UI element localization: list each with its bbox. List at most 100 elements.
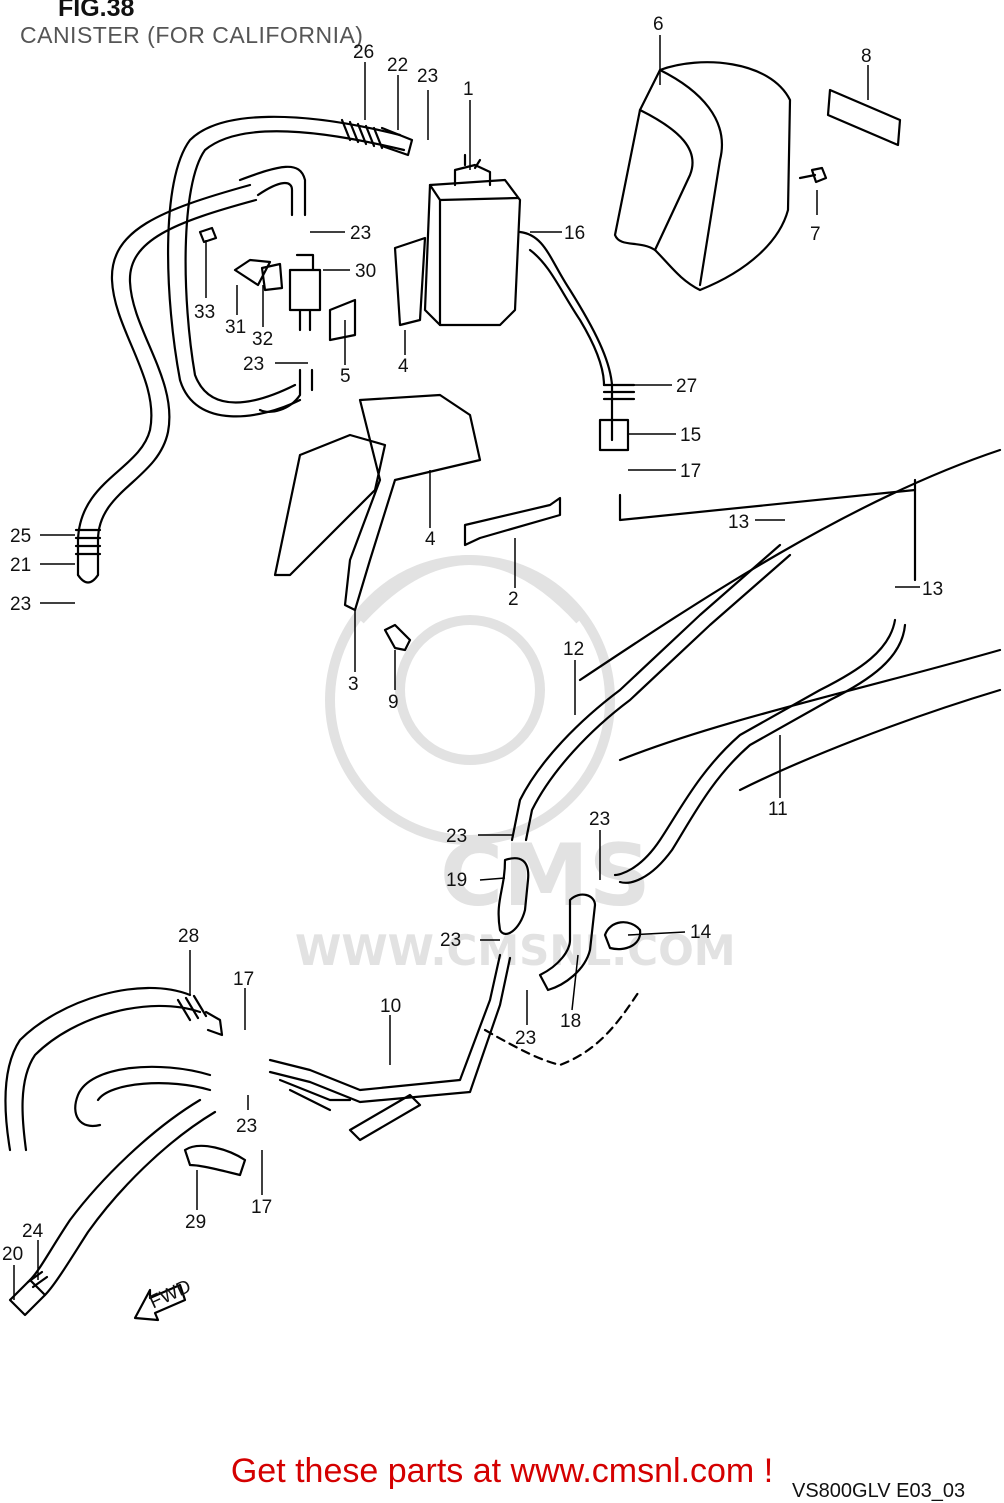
tube-10-branch bbox=[278, 1078, 352, 1112]
fwd-label: FWD bbox=[146, 1276, 194, 1313]
hose-25-inner bbox=[96, 198, 258, 577]
callout-5: 5 bbox=[340, 366, 351, 387]
callout-31: 31 bbox=[225, 317, 246, 338]
frame-outline-3 bbox=[738, 688, 1002, 792]
callout-7: 7 bbox=[810, 224, 821, 245]
canister-edge bbox=[428, 183, 520, 327]
callout-16: 16 bbox=[564, 223, 585, 244]
callout-11: 11 bbox=[768, 799, 788, 820]
callout-23d: 23 bbox=[10, 594, 31, 615]
model-code: VS800GLV E03_03 bbox=[792, 1480, 966, 1502]
callout-15: 15 bbox=[680, 425, 701, 446]
bolt-7 bbox=[798, 166, 828, 184]
callout-20: 20 bbox=[2, 1244, 23, 1265]
hose-28-inner bbox=[21, 1004, 202, 1152]
hose-elbow-bottom bbox=[258, 368, 314, 413]
callout-13a: 13 bbox=[728, 512, 749, 533]
callout-3: 3 bbox=[348, 674, 359, 695]
callout-30: 30 bbox=[355, 261, 376, 282]
callout-6: 6 bbox=[653, 14, 664, 35]
callout-19: 19 bbox=[446, 870, 467, 891]
callout-23h: 23 bbox=[515, 1028, 536, 1049]
bolt-9 bbox=[383, 623, 412, 652]
hose-25-outer bbox=[76, 183, 252, 577]
hose-26-outer bbox=[167, 115, 402, 418]
callout-18: 18 bbox=[560, 1011, 581, 1032]
dashed-connector bbox=[483, 988, 642, 1067]
callout-23f: 23 bbox=[589, 809, 610, 830]
watermark bbox=[325, 555, 615, 845]
hose-29-end bbox=[183, 1144, 247, 1177]
callout-22: 22 bbox=[387, 55, 408, 76]
watermark-url: WWW.CMSNL.COM bbox=[295, 926, 736, 975]
callout-14: 14 bbox=[690, 922, 712, 943]
cover-6-inner bbox=[638, 68, 723, 287]
hose-24-ribs bbox=[26, 1270, 49, 1289]
tube-12 bbox=[510, 543, 792, 842]
hose-end-21 bbox=[76, 573, 100, 584]
hose-28-ribs bbox=[176, 994, 208, 1022]
callout-27: 27 bbox=[676, 376, 697, 397]
hose-ribs-25 bbox=[74, 528, 102, 556]
callout-23c: 23 bbox=[243, 354, 264, 375]
callout-labels: 1 2 3 4 4 5 6 7 8 9 10 11 12 13 13 14 15… bbox=[2, 14, 943, 1265]
callout-23i: 23 bbox=[236, 1116, 257, 1137]
hose-29-loop bbox=[74, 1065, 212, 1128]
callout-4b: 4 bbox=[425, 529, 436, 550]
hose-elbow-top bbox=[238, 165, 307, 217]
filter-30 bbox=[288, 253, 322, 332]
callout-10: 10 bbox=[380, 996, 401, 1017]
callout-17b: 17 bbox=[233, 969, 254, 990]
callout-32: 32 bbox=[252, 329, 273, 350]
hose-15 bbox=[598, 418, 630, 452]
callout-1: 1 bbox=[463, 79, 474, 100]
callout-2: 2 bbox=[508, 589, 519, 610]
callout-23a: 23 bbox=[417, 66, 438, 87]
parts-link-text[interactable]: Get these parts at www.cmsnl.com ! bbox=[230, 1452, 774, 1490]
hose-20-end bbox=[8, 1278, 47, 1317]
tube-11 bbox=[613, 618, 907, 884]
frame-outline-2 bbox=[618, 648, 1002, 762]
bracket-assembly bbox=[343, 393, 482, 612]
hose-ribs-26 bbox=[340, 118, 384, 150]
tube-10-bracket bbox=[348, 1093, 422, 1142]
callout-9: 9 bbox=[388, 692, 399, 713]
callout-26: 26 bbox=[353, 42, 374, 63]
frame-outline-1 bbox=[578, 448, 1002, 682]
parts-link[interactable]: Get these parts at www.cmsnl.com ! bbox=[0, 1452, 1004, 1491]
hose-28-end bbox=[204, 1010, 224, 1037]
callout-21: 21 bbox=[10, 555, 31, 576]
bracket-plate bbox=[273, 433, 387, 577]
callout-8: 8 bbox=[861, 46, 872, 67]
callout-23b: 23 bbox=[350, 223, 371, 244]
hose-19 bbox=[497, 857, 530, 935]
clamp-32 bbox=[260, 262, 284, 292]
hose-22-end bbox=[380, 126, 414, 157]
tube-10 bbox=[268, 953, 512, 1104]
callout-33: 33 bbox=[194, 302, 215, 323]
cover-6 bbox=[613, 61, 792, 292]
emblem-8 bbox=[826, 88, 902, 147]
hose-27-ribs bbox=[602, 383, 636, 401]
figure-title: FIG.38 bbox=[58, 0, 135, 22]
callout-17c: 17 bbox=[251, 1197, 272, 1218]
screw-33 bbox=[198, 226, 218, 244]
callout-25: 25 bbox=[10, 526, 31, 547]
bracket-4-upper bbox=[393, 236, 427, 327]
watermark-logo: CMS bbox=[440, 826, 651, 926]
callout-23g: 23 bbox=[440, 930, 461, 951]
callout-28: 28 bbox=[178, 926, 199, 947]
clamp-31 bbox=[233, 258, 272, 287]
callout-17a: 17 bbox=[680, 461, 701, 482]
callout-13b: 13 bbox=[922, 579, 943, 600]
bracket-2 bbox=[463, 496, 562, 547]
hose-18 bbox=[538, 893, 597, 992]
hose-26-inner bbox=[184, 130, 406, 404]
callout-24: 24 bbox=[22, 1221, 44, 1242]
callout-29: 29 bbox=[185, 1212, 206, 1233]
callout-23e: 23 bbox=[446, 826, 467, 847]
hose-20 bbox=[28, 1098, 217, 1297]
hose-28-outer bbox=[4, 986, 192, 1152]
canister-top-fitting bbox=[453, 153, 492, 187]
